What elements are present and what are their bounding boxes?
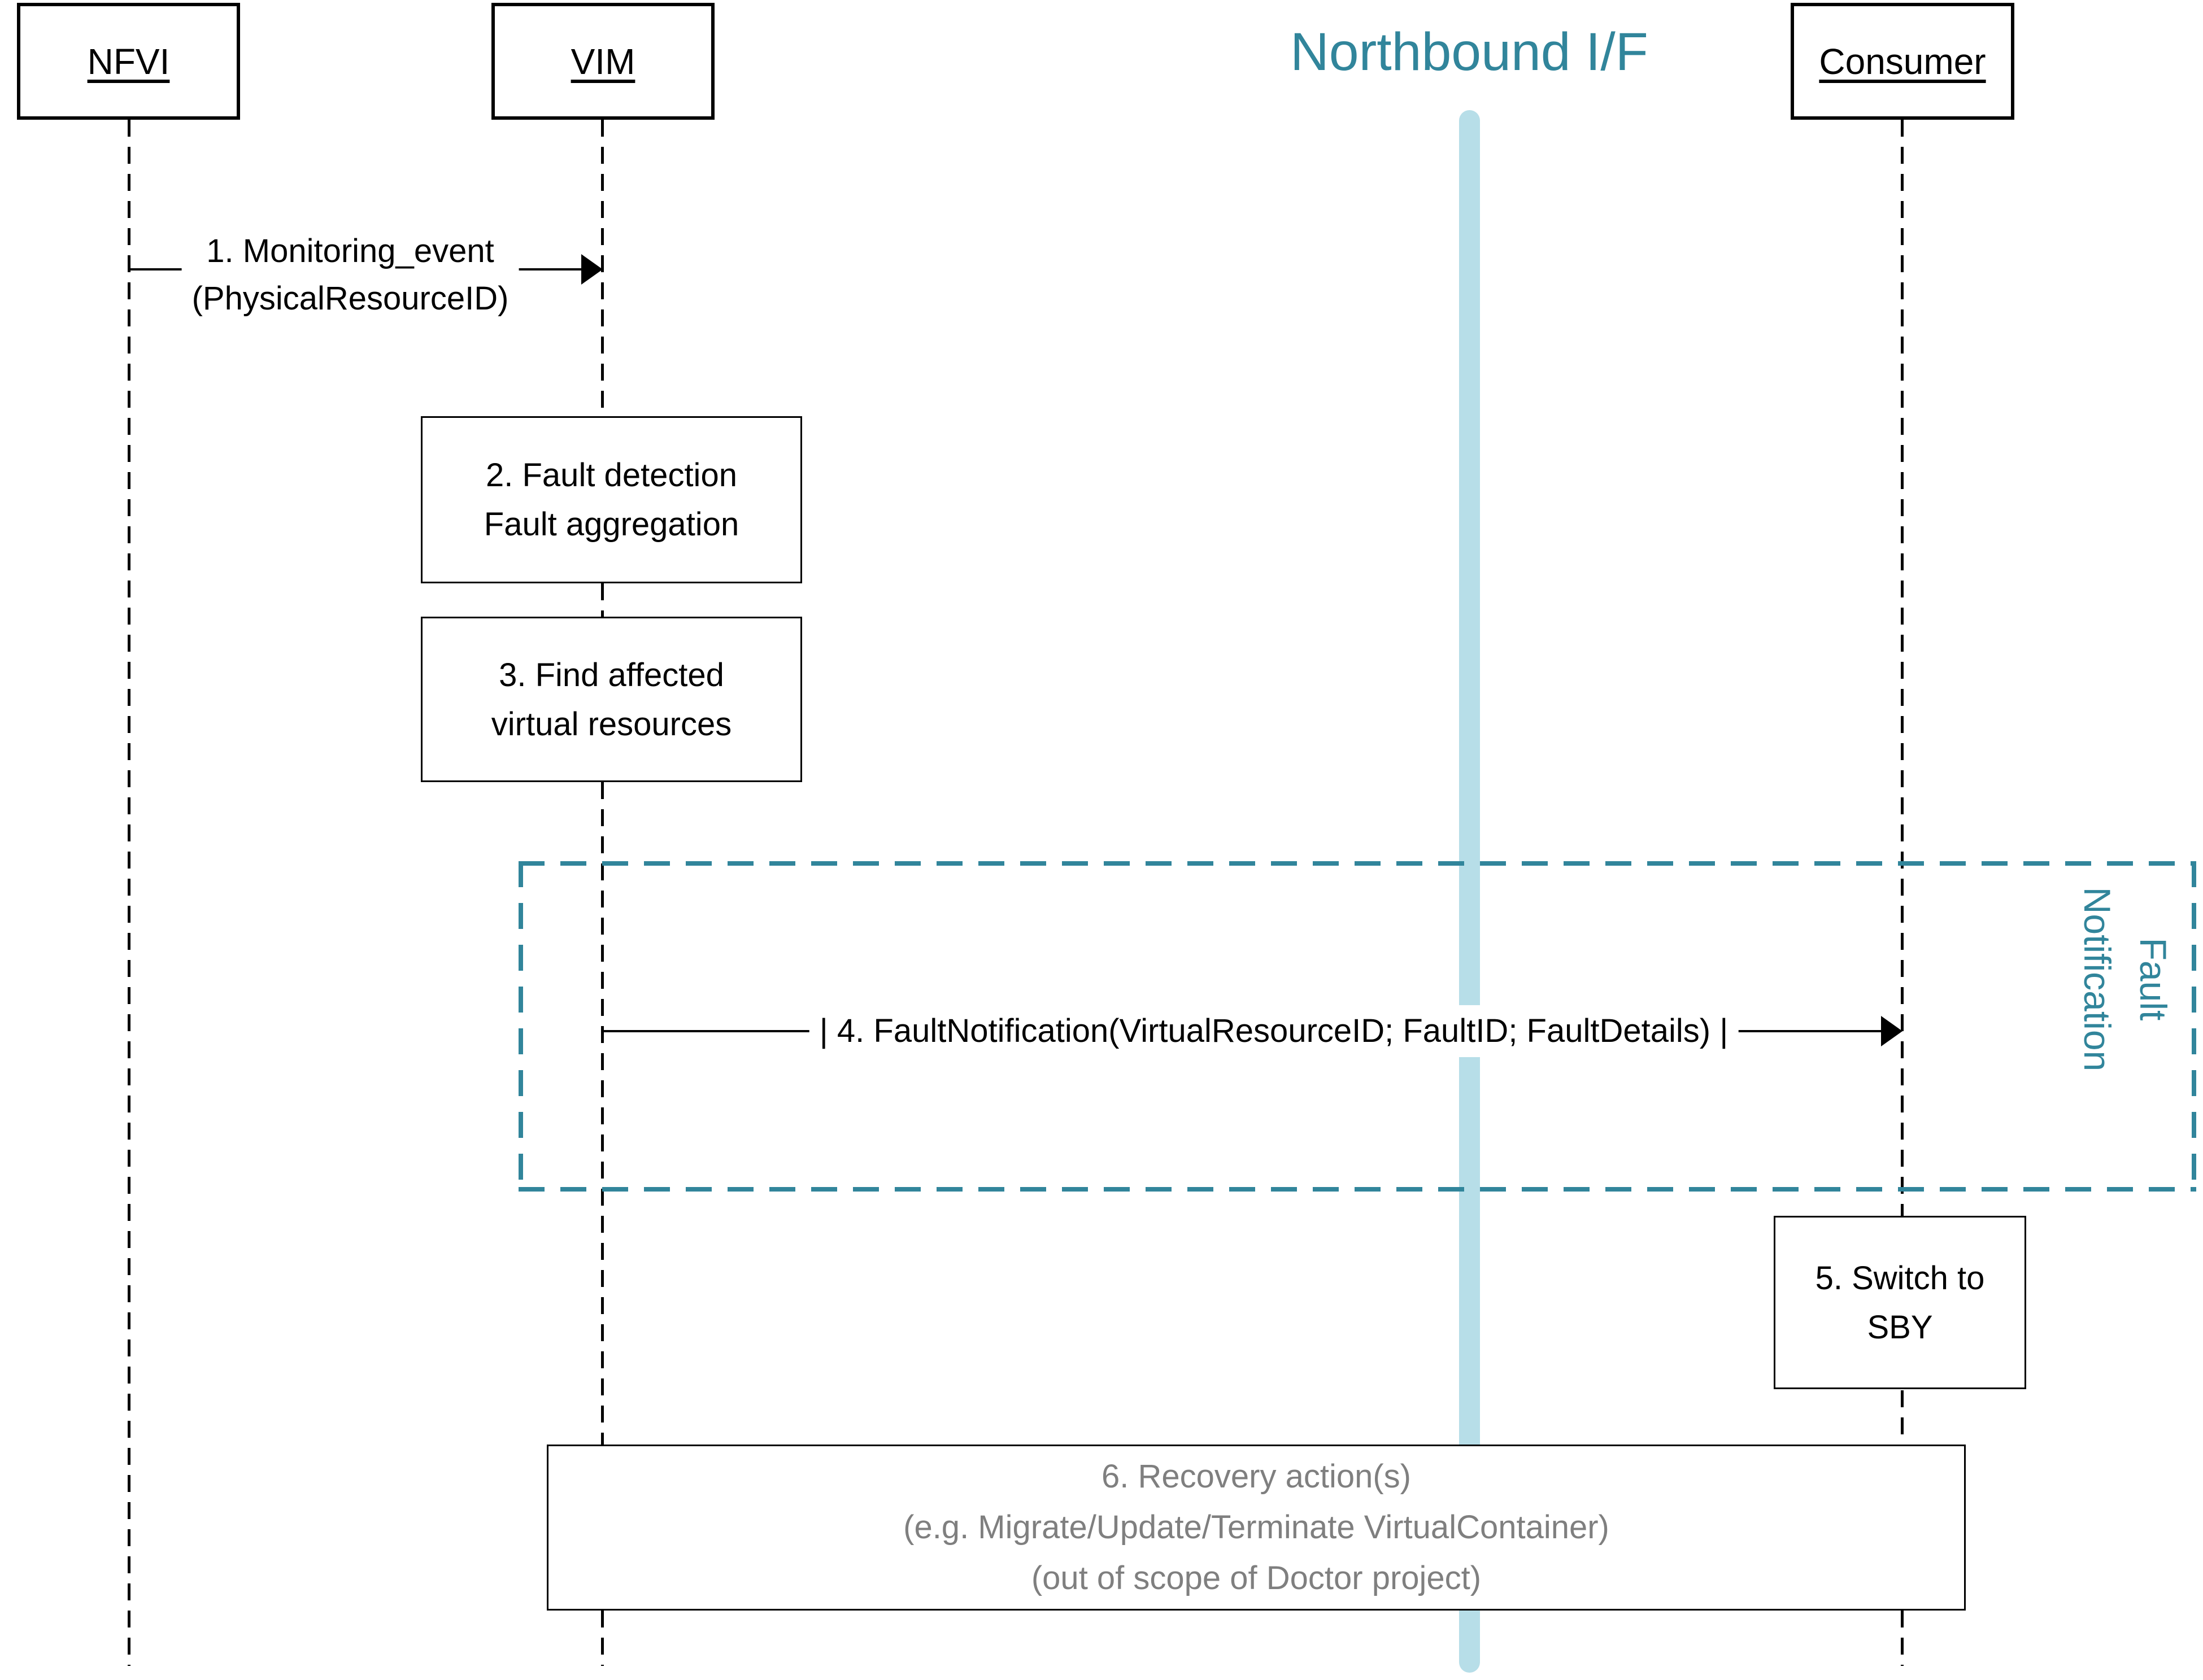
fault-notification-frame-label: Fault Notification	[2076, 887, 2174, 1072]
actor-nfvi: NFVI	[17, 3, 240, 120]
consumer-lifeline-seg2	[1901, 1390, 1904, 1445]
consumer-lifeline-seg3	[1901, 1611, 1904, 1666]
vim-lifeline-seg4	[601, 1611, 604, 1666]
northbound-title: Northbound I/F	[1290, 22, 1648, 82]
message-1-label: 1. Monitoring_event (PhysicalResourceID)	[181, 225, 519, 325]
activity-fault-detection: 2. Fault detection Fault aggregation	[421, 416, 802, 583]
activity-switch-to-sby: 5. Switch to SBY	[1774, 1216, 2026, 1389]
message-4-label: | 4. FaultNotification(VirtualResourceID…	[809, 1005, 1739, 1058]
activity-recovery-actions: 6. Recovery action(s) (e.g. Migrate/Upda…	[547, 1445, 1966, 1611]
nfvi-lifeline	[128, 120, 130, 1666]
actor-vim: VIM	[491, 3, 715, 120]
activity-find-affected: 3. Find affected virtual resources	[421, 617, 802, 782]
message-1-arrowhead	[581, 254, 603, 285]
vim-lifeline-seg2	[601, 583, 604, 617]
consumer-lifeline-seg1	[1901, 120, 1904, 1216]
actor-consumer: Consumer	[1791, 3, 2014, 120]
message-4-arrowhead	[1881, 1016, 1902, 1046]
